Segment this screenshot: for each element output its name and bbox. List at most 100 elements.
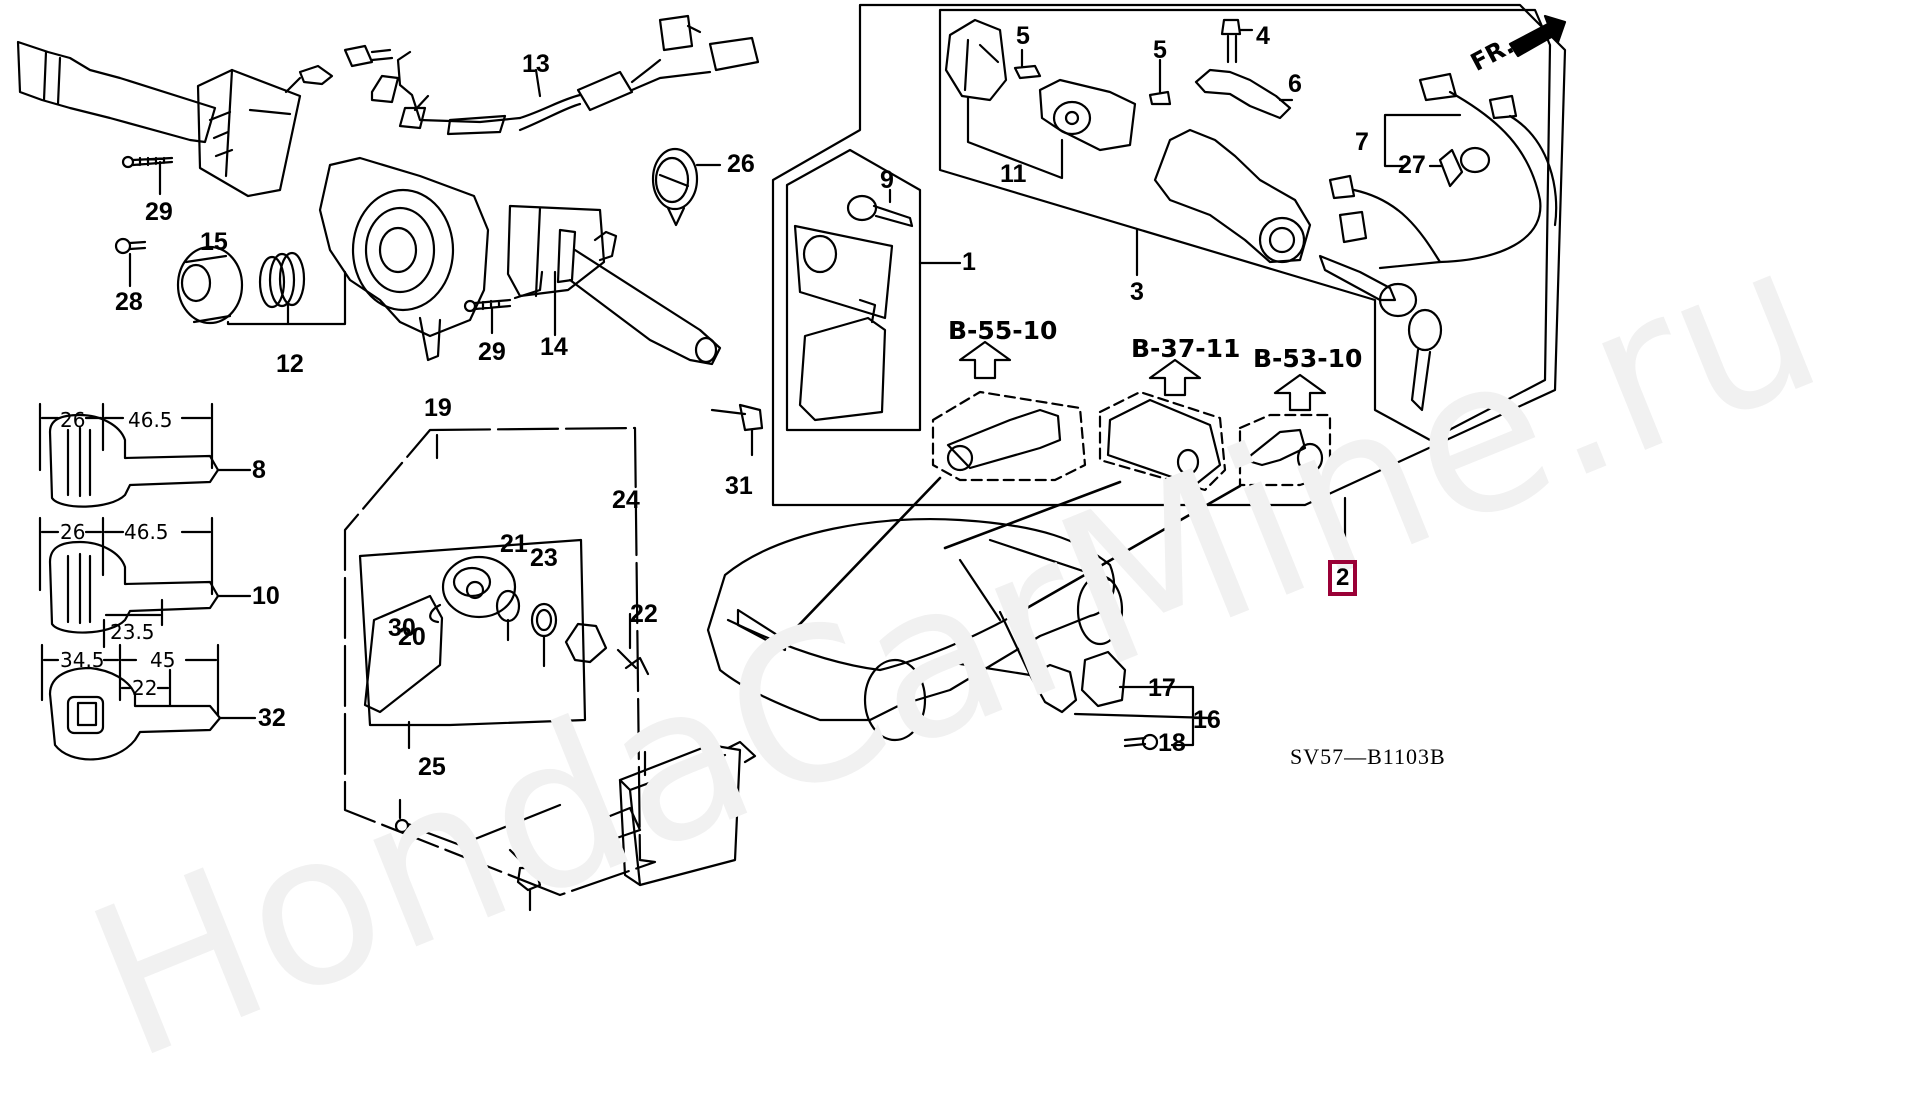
part-label-6[interactable]: 6 (1288, 70, 1302, 98)
kit-frame-20 (358, 538, 587, 727)
key-card[interactable] (793, 224, 894, 320)
immobilizer-harness-7[interactable] (1328, 72, 1558, 270)
clamp-6[interactable] (1194, 68, 1294, 120)
transmitter-key-fob[interactable] (363, 555, 517, 714)
part-label-26[interactable]: 26 (727, 150, 755, 178)
part-label-2-highlighted[interactable]: 2 (1328, 560, 1358, 596)
parts-diagram (16, 3, 1567, 912)
cancel-sleeve[interactable] (176, 245, 244, 325)
steering-lock-body[interactable] (1153, 128, 1312, 264)
kit-frame-19 (343, 426, 657, 897)
part-label-29-lower[interactable]: 29 (478, 338, 506, 366)
front-arrow-icon (1508, 14, 1567, 58)
screw-30[interactable] (394, 798, 562, 847)
combination-switch-left-lever[interactable] (16, 40, 334, 198)
ref-arrow-3 (1273, 373, 1327, 412)
key-32[interactable] (48, 666, 257, 761)
dim-key32-cut: 22 (132, 676, 158, 700)
part-label-19[interactable]: 19 (424, 394, 452, 422)
part-label-22[interactable]: 22 (630, 600, 658, 628)
part-label-30[interactable]: 30 (388, 614, 416, 642)
reference-b-53-10[interactable]: B-53-10 (1253, 344, 1363, 373)
screw-18[interactable] (1123, 733, 1159, 751)
cover-24-cap[interactable] (564, 622, 608, 664)
screw-5-left[interactable] (1013, 48, 1042, 80)
immobilizer-receiver[interactable] (798, 298, 887, 422)
key-32-dimensions (40, 643, 220, 717)
part-label-24[interactable]: 24 (612, 486, 640, 514)
part-label-1[interactable]: 1 (962, 248, 976, 276)
screw-31[interactable] (710, 403, 764, 457)
part-label-15[interactable]: 15 (200, 228, 228, 256)
part-label-16[interactable]: 16 (1193, 706, 1221, 734)
screw-24[interactable] (616, 612, 650, 676)
battery-21[interactable] (495, 589, 521, 642)
leader-7 (1383, 113, 1462, 168)
bolt-28[interactable] (114, 237, 147, 288)
grommet-26[interactable] (651, 147, 722, 227)
key-cylinder-cover[interactable] (944, 18, 1008, 102)
part-label-5-left[interactable]: 5 (1016, 22, 1030, 50)
trunk-lock-box[interactable] (1098, 390, 1227, 492)
part-label-23[interactable]: 23 (530, 544, 558, 572)
leader-11 (966, 96, 1064, 180)
dim-key32-head: 34.5 (60, 648, 105, 672)
part-label-13[interactable]: 13 (522, 50, 550, 78)
clip-25[interactable] (508, 848, 542, 912)
cable-reel-housing[interactable] (318, 156, 490, 362)
assembly-frame-3 (938, 8, 1552, 442)
part-label-11[interactable]: 11 (1000, 160, 1027, 188)
part-label-8[interactable]: 8 (252, 456, 266, 484)
control-unit-22[interactable] (598, 740, 757, 887)
screw-29-upper[interactable] (121, 155, 174, 196)
part-label-32[interactable]: 32 (258, 704, 286, 732)
key-8-dimensions (38, 402, 214, 472)
leader-12 (226, 270, 347, 326)
part-label-4[interactable]: 4 (1256, 22, 1270, 50)
ignition-keys[interactable] (1318, 254, 1443, 412)
bolt-4[interactable] (1220, 18, 1254, 64)
dim-key8-head: 26 (60, 408, 86, 432)
part-label-21[interactable]: 21 (500, 530, 528, 558)
key-8[interactable] (48, 413, 252, 508)
part-label-18[interactable]: 18 (1158, 729, 1186, 757)
dim-key10-head: 26 (60, 520, 86, 544)
part-label-25[interactable]: 25 (418, 753, 446, 781)
part-label-3[interactable]: 3 (1130, 278, 1144, 306)
screw-29-lower[interactable] (463, 270, 557, 337)
cancel-spring[interactable] (258, 251, 306, 309)
ignition-switch-11[interactable] (1038, 78, 1137, 152)
part-label-9[interactable]: 9 (880, 166, 894, 194)
part-label-29-upper[interactable]: 29 (145, 198, 173, 226)
key-10[interactable] (48, 540, 252, 634)
part-label-27[interactable]: 27 (1398, 151, 1426, 179)
diagram-code: SV57—B1103B (1290, 744, 1446, 769)
assembly-frame-2 (771, 3, 1567, 507)
dim-key10-cut: 23.5 (110, 620, 155, 644)
screw-5-right[interactable] (1148, 58, 1172, 106)
door-switch-16[interactable] (933, 610, 1127, 714)
door-lock-cylinder-box[interactable] (931, 390, 1087, 482)
wiper-switch-14[interactable] (506, 204, 722, 366)
ref-arrow-2 (1148, 358, 1202, 397)
part-label-28[interactable]: 28 (115, 288, 143, 316)
part-label-5-right[interactable]: 5 (1153, 36, 1167, 64)
o-ring-23[interactable] (530, 602, 558, 668)
reference-b-37-11[interactable]: B-37-11 (1131, 334, 1241, 363)
part-label-20[interactable]: 20 (398, 623, 426, 651)
harness-clip-27[interactable] (1438, 146, 1491, 188)
part-label-12[interactable]: 12 (276, 350, 304, 378)
part-label-31[interactable]: 31 (725, 472, 753, 500)
part-label-17[interactable]: 17 (1148, 674, 1176, 702)
part-label-7[interactable]: 7 (1355, 128, 1369, 156)
reference-b-55-10[interactable]: B-55-10 (948, 316, 1058, 345)
fuel-lid-lock-box[interactable] (1238, 413, 1332, 487)
part-label-10[interactable]: 10 (252, 582, 280, 610)
dim-key32-blade: 45 (150, 648, 176, 672)
key-10-dimensions (38, 516, 214, 649)
pointer-lines (773, 476, 1242, 652)
leader-16-17-18 (1073, 685, 1217, 747)
wire-harness-13[interactable] (343, 14, 760, 136)
key-9[interactable] (846, 188, 914, 228)
part-label-14[interactable]: 14 (540, 333, 568, 361)
